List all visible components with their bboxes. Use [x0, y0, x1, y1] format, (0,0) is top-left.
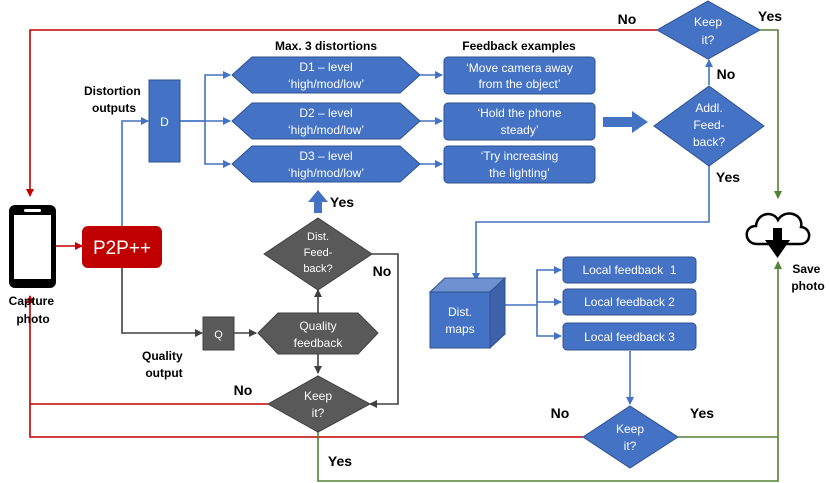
arrow-maps-to-lf3 — [536, 305, 562, 340]
arrow-right-keep-no — [26, 295, 583, 438]
label-distfb-yes: Yes — [330, 194, 354, 210]
label-top-yes: Yes — [758, 8, 782, 24]
feedback-examples-title: Feedback examples — [462, 39, 576, 53]
label-addl-yes: Yes — [716, 169, 740, 185]
arrow-p2p-to-d — [121, 117, 149, 226]
quality-output-label: Quality output — [142, 349, 186, 380]
label-right-yes: Yes — [690, 405, 714, 421]
arrow-mid-keep-yes — [317, 430, 779, 482]
svg-text:D2 – level‘high/mod/low’: D2 – level‘high/mod/low’ — [288, 106, 364, 137]
label-right-no: No — [551, 405, 570, 421]
distortion-d3: D3 – level‘high/mod/low’ — [231, 145, 421, 183]
arrow-addl-yes — [472, 165, 710, 281]
distortion-outputs-label: Distortion outputs — [84, 84, 144, 115]
arrow-d-to-d3 — [204, 121, 231, 168]
svg-text:D1 – level‘high/mod/low’: D1 – level‘high/mod/low’ — [288, 60, 364, 91]
svg-text:D3 – level‘high/mod/low’: D3 – level‘high/mod/low’ — [288, 149, 364, 180]
arrow-top-keep-yes — [760, 29, 782, 199]
local-feedback-2: Local feedback 2 — [562, 288, 697, 316]
svg-text:Addl.Feed-back?: Addl.Feed-back? — [693, 101, 725, 149]
local-feedback-3: Local feedback 3 — [562, 322, 697, 351]
addl-feedback-decision: Addl.Feed-back? — [653, 85, 765, 167]
svg-text:Local feedback 3: Local feedback 3 — [584, 330, 675, 344]
label-top-no: No — [618, 11, 637, 27]
svg-text:Q: Q — [214, 329, 223, 341]
arrow-maps-to-lf1 — [505, 266, 562, 306]
phone-icon — [9, 205, 56, 288]
quality-box: Q — [202, 316, 235, 351]
p2p-model-box: P2P++ — [82, 226, 162, 268]
label-mid-no: No — [234, 382, 253, 398]
svg-text:Dist.maps: Dist.maps — [445, 305, 474, 336]
distortion-maps-cube: Dist.maps — [428, 276, 507, 350]
arrow-d-to-d1 — [180, 71, 231, 122]
distortion-box: D — [148, 79, 181, 163]
label-mid-yes: Yes — [328, 453, 352, 469]
svg-text:D: D — [160, 115, 169, 129]
block-arrow-to-addl — [603, 111, 648, 133]
svg-text:Dist.Feed-back?: Dist.Feed-back? — [303, 231, 332, 275]
svg-text:P2P++: P2P++ — [93, 238, 151, 259]
local-feedback-1: Local feedback 1 — [562, 256, 697, 284]
save-photo-label: Save photo — [791, 262, 824, 293]
cloud-download-icon — [745, 212, 811, 258]
svg-text:Local feedback 2: Local feedback 2 — [584, 295, 675, 309]
distortion-d1: D1 – level‘high/mod/low’ — [231, 56, 421, 94]
svg-text:Local feedback 1: Local feedback 1 — [582, 263, 676, 277]
max-distortions-title: Max. 3 distortions — [275, 39, 377, 53]
distortion-d2: D2 – level‘high/mod/low’ — [231, 102, 421, 140]
arrow-distfb-no — [369, 253, 399, 408]
block-arrow-distfb-yes — [308, 190, 328, 213]
label-distfb-no: No — [373, 263, 392, 279]
dist-feedback-decision: Dist.Feed-back? — [263, 217, 373, 291]
label-addl-no: No — [717, 66, 736, 82]
arrow-top-keep-no — [26, 29, 657, 197]
capture-photo-label: Capture photo — [9, 294, 58, 326]
arrow-p2p-to-q — [121, 266, 203, 337]
